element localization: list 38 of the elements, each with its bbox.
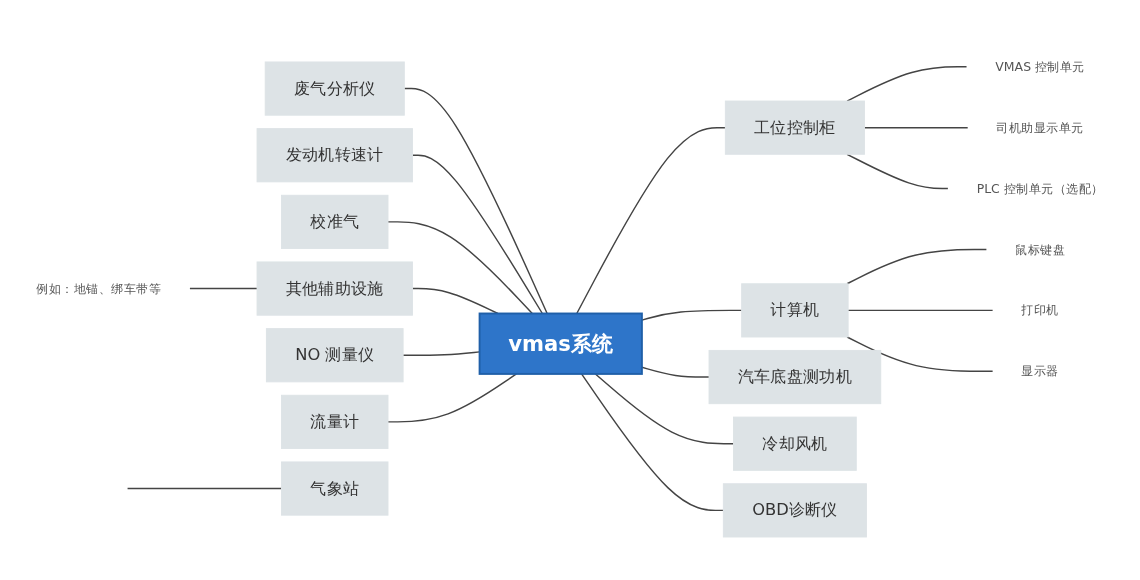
node-box: 发动机转速计 — [256, 128, 413, 183]
connector — [846, 248, 988, 285]
connector — [387, 221, 533, 315]
connector — [846, 336, 994, 372]
connector — [594, 373, 735, 445]
connector — [411, 154, 544, 315]
connector — [863, 126, 969, 129]
node-text: 例如：地锚、绑车带等 — [36, 281, 162, 296]
connector — [189, 287, 258, 290]
connector — [847, 309, 994, 312]
node-text: 鼠标键盘 — [1015, 242, 1066, 257]
connector — [411, 287, 499, 315]
connector — [846, 66, 968, 102]
connector — [387, 373, 518, 423]
connector — [576, 126, 727, 315]
connector — [641, 366, 710, 378]
node-box: 其他辅助设施 — [256, 261, 413, 316]
node-box: 冷却风机 — [733, 416, 857, 471]
node-box: 工位控制柜 — [724, 100, 865, 155]
connector — [580, 373, 725, 512]
node-box: OBD诊断仪 — [722, 483, 867, 538]
connector — [641, 309, 743, 321]
node-box: 流量计 — [281, 394, 389, 449]
node-box: 气象站 — [281, 461, 389, 516]
node-box: NO 测量仪 — [265, 328, 404, 383]
node-box: 计算机 — [741, 283, 849, 338]
node-text: PLC 控制单元（选配） — [976, 181, 1104, 196]
node-box: 校准气 — [281, 194, 389, 249]
node-text: 司机助显示单元 — [996, 120, 1084, 135]
node-text: VMAS 控制单元 — [995, 59, 1085, 74]
node-box: 汽车底盘测功机 — [708, 349, 882, 405]
node-text: 打印机 — [1021, 302, 1059, 318]
node-box: 废气分析仪 — [264, 61, 405, 116]
connector — [126, 487, 283, 490]
node-text: 显示器 — [1021, 363, 1059, 379]
node-box: vmas系统 — [478, 312, 643, 375]
connector — [403, 87, 548, 315]
connector — [846, 153, 949, 190]
